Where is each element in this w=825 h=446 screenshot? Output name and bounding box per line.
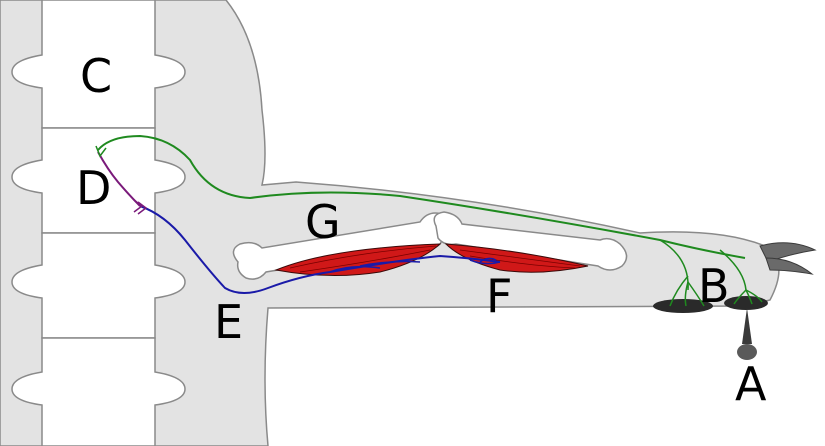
label-b: B: [698, 259, 730, 313]
claw-2: [765, 257, 814, 275]
lower-bone: [433, 211, 628, 271]
interneuron: [97, 151, 141, 207]
label-c: C: [80, 49, 112, 103]
motor-neuron-endings: [329, 257, 501, 273]
label-f: F: [486, 269, 512, 323]
stimulus-spike: [742, 308, 752, 344]
label-a: A: [735, 357, 767, 411]
foot-pad-2: [724, 296, 768, 310]
label-d: D: [76, 161, 111, 215]
stimulus-base: [737, 344, 757, 360]
muscle-upper: [274, 243, 442, 277]
sensory-neuron: [97, 134, 746, 259]
vertebra-4: [11, 337, 186, 446]
interneuron-terminal: [133, 199, 148, 215]
sensory-receptor-branches: [659, 239, 763, 307]
motor-neuron: [139, 205, 501, 294]
foot-pad-1: [653, 299, 713, 313]
label-e: E: [214, 295, 243, 349]
label-g: G: [305, 195, 341, 249]
body-tissue: [0, 0, 780, 446]
sensory-neuron-terminal: [95, 145, 107, 158]
muscle-striations: [289, 245, 581, 273]
claws: [759, 242, 817, 275]
